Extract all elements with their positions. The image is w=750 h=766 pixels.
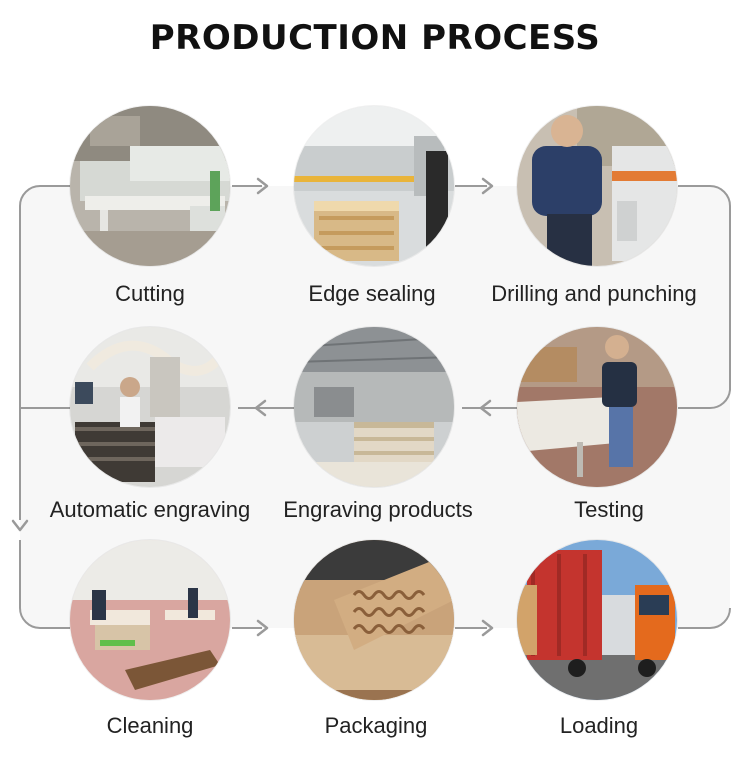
drilling-photo	[517, 106, 677, 266]
loading-photo	[517, 540, 677, 700]
edge-sealing-label: Edge sealing	[308, 281, 436, 306]
connector-row1-right	[678, 185, 731, 410]
arrowhead-cutting-to-edge	[256, 177, 269, 195]
engraving-products-label: Engraving products	[283, 497, 473, 522]
connector-row3-right	[678, 607, 731, 629]
arrowhead-packaging-to-loading	[481, 619, 494, 637]
testing-photo	[517, 327, 677, 487]
testing-label: Testing	[574, 497, 644, 522]
arrowhead-down-left	[11, 519, 29, 532]
automatic-engraving-photo	[70, 327, 230, 487]
cleaning-photo	[70, 540, 230, 700]
edge-sealing-photo	[294, 106, 454, 266]
connector-row1-left	[19, 185, 70, 207]
arrowhead-cleaning-to-packaging	[256, 619, 269, 637]
packaging-label: Packaging	[324, 713, 428, 738]
connector-left-lower	[19, 540, 70, 629]
cutting-photo	[70, 106, 230, 266]
cleaning-label: Cleaning	[106, 713, 194, 738]
packaging-photo	[294, 540, 454, 700]
arrowhead-testing-to-engraving	[479, 399, 492, 417]
page-title: PRODUCTION PROCESS	[149, 18, 601, 58]
cutting-label: Cutting	[115, 281, 185, 306]
arrowhead-edge-to-drilling	[481, 177, 494, 195]
loading-label: Loading	[559, 713, 639, 738]
automatic-engraving-label: Automatic engraving	[49, 497, 251, 522]
engraving-products-photo	[294, 327, 454, 487]
arrowhead-engraving-to-automatic	[254, 399, 267, 417]
drilling-label: Drilling and punching	[491, 281, 697, 306]
